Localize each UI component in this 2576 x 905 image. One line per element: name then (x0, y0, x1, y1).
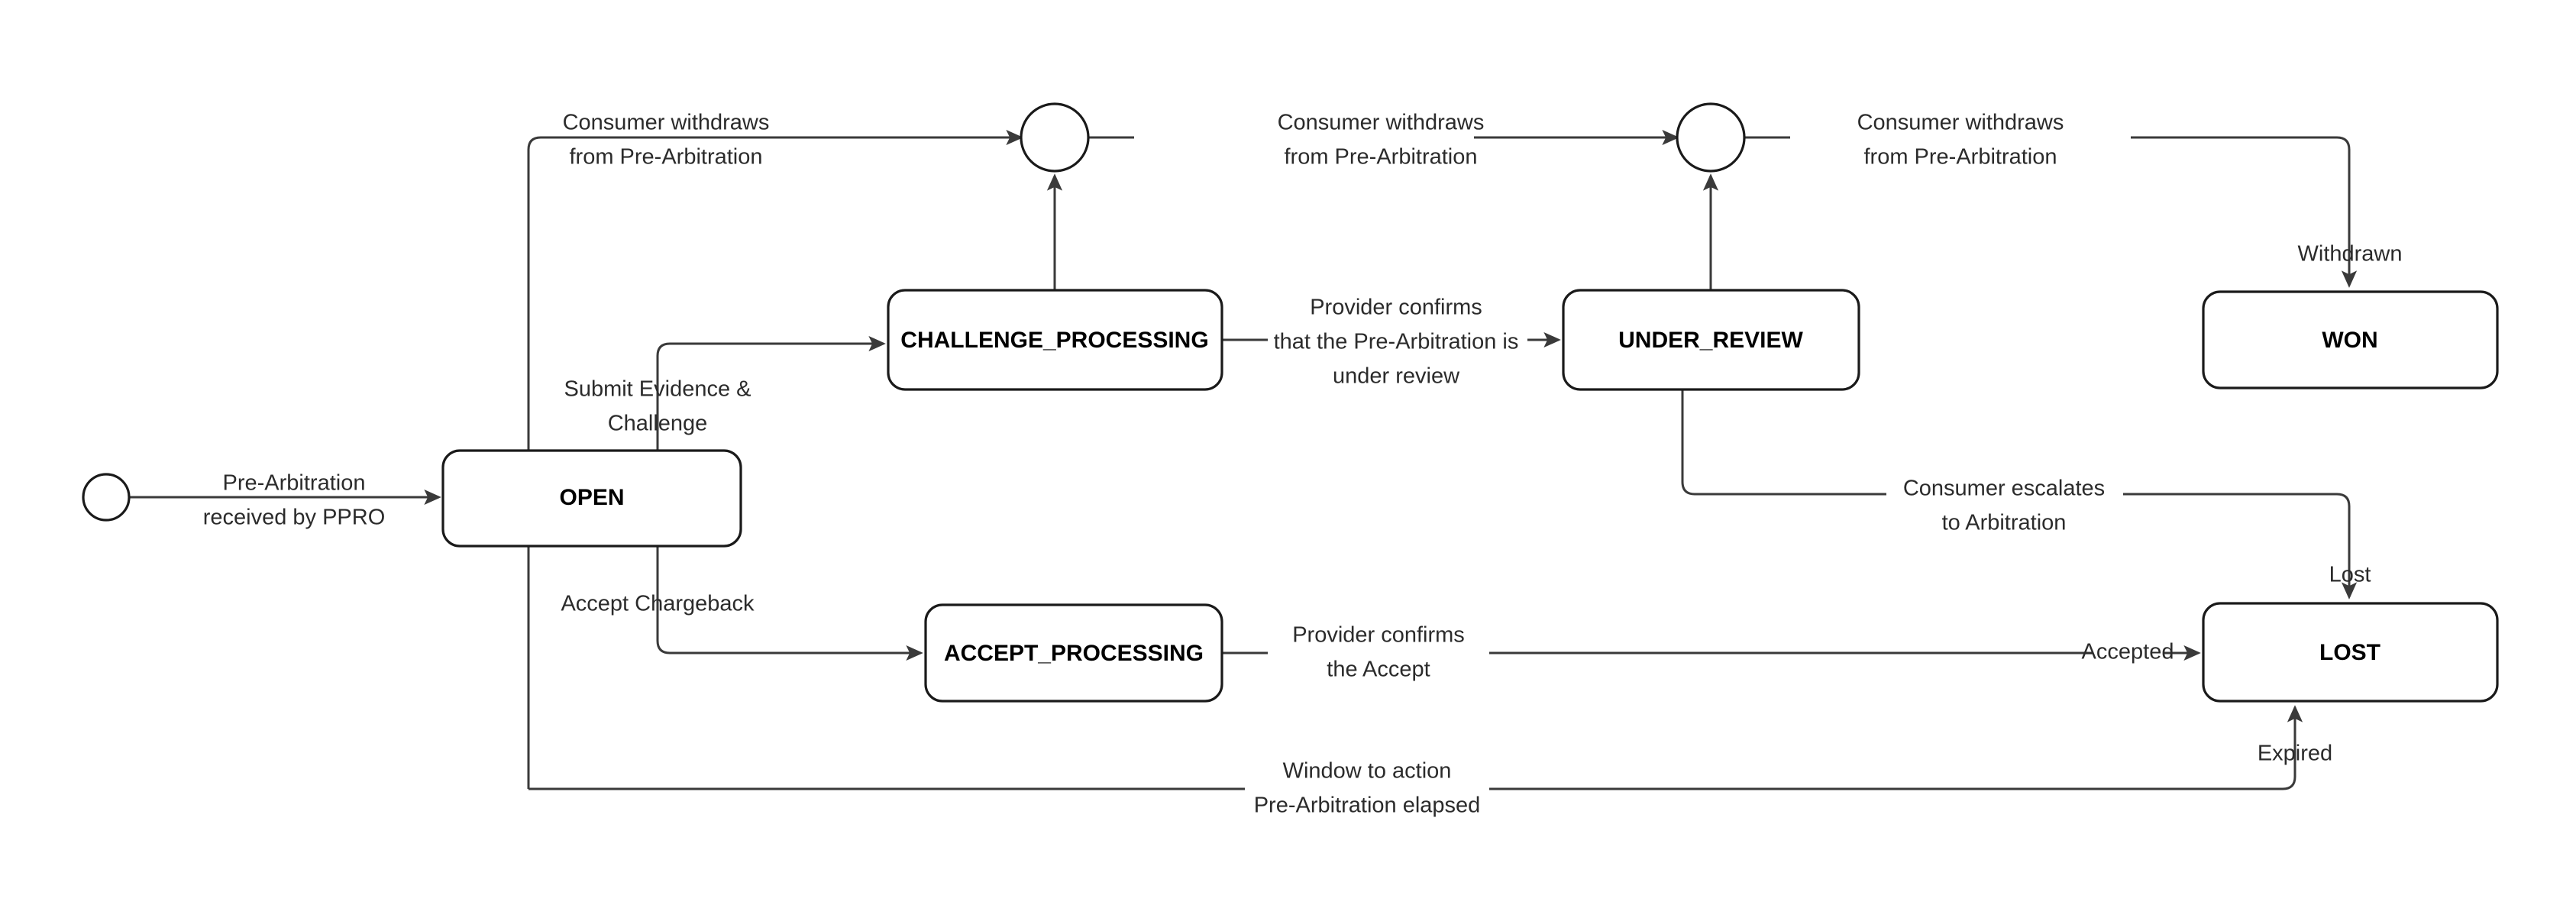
state-label-open: OPEN (559, 485, 624, 510)
edge-label-provider-confirms-accept: Provider confirms the Accept (1292, 623, 1465, 682)
svg-text:to Arbitration: to Arbitration (1942, 511, 2067, 535)
state-node-accept-processing[interactable]: ACCEPT_PROCESSING (924, 603, 1223, 703)
state-label-challenge-processing: CHALLENGE_PROCESSING (900, 328, 1208, 353)
edge-open-to-challenge-processing (656, 335, 886, 451)
svg-text:Provider confirms: Provider confirms (1310, 296, 1482, 320)
edge-open-to-junction1 (527, 129, 1023, 789)
svg-text:Lost: Lost (2329, 563, 2371, 587)
edge-label-lost: Lost (2329, 563, 2371, 587)
svg-text:Pre-Arbitration elapsed: Pre-Arbitration elapsed (1254, 793, 1481, 818)
svg-text:Consumer withdraws: Consumer withdraws (1278, 111, 1485, 135)
state-label-accept-processing: ACCEPT_PROCESSING (944, 641, 1204, 666)
svg-text:that the Pre-Arbitration is: that the Pre-Arbitration is (1274, 330, 1519, 354)
edge-label-submit-evidence-challenge: Submit Evidence & Challenge (564, 377, 751, 436)
edge-label-window-elapsed: Window to action Pre-Arbitration elapsed (1254, 759, 1481, 818)
svg-text:Expired: Expired (2258, 742, 2332, 766)
edge-label-pre-arbitration-received: Pre-Arbitration received by PPRO (203, 471, 386, 530)
svg-text:Accept Chargeback: Accept Chargeback (561, 592, 755, 616)
junction-node-1[interactable] (1020, 102, 1090, 173)
svg-text:Submit Evidence &: Submit Evidence & (564, 377, 751, 402)
svg-text:the Accept: the Accept (1327, 658, 1430, 682)
state-node-lost[interactable]: LOST (2202, 602, 2499, 703)
svg-text:Accepted: Accepted (2082, 640, 2174, 664)
svg-text:from Pre-Arbitration: from Pre-Arbitration (1863, 145, 2057, 170)
edge-label-consumer-withdraws-1: Consumer withdraws from Pre-Arbitration (563, 111, 770, 170)
svg-text:Provider confirms: Provider confirms (1292, 623, 1465, 648)
state-label-lost: LOST (2319, 640, 2380, 665)
state-label-won: WON (2322, 328, 2377, 353)
state-label-under-review: UNDER_REVIEW (1618, 328, 1803, 353)
edge-open-to-lost-expired (528, 705, 2303, 790)
svg-text:Consumer escalates: Consumer escalates (1903, 477, 2105, 501)
svg-text:Pre-Arbitration: Pre-Arbitration (223, 471, 366, 496)
svg-text:Withdrawn: Withdrawn (2298, 242, 2403, 267)
svg-text:from Pre-Arbitration: from Pre-Arbitration (1284, 145, 1477, 170)
state-node-open[interactable]: OPEN (441, 449, 742, 548)
svg-text:Challenge: Challenge (608, 412, 708, 436)
edge-label-accepted: Accepted (2082, 640, 2174, 664)
svg-text:Window to action: Window to action (1283, 759, 1452, 784)
state-node-won[interactable]: WON (2202, 290, 2499, 389)
svg-text:Consumer withdraws: Consumer withdraws (1857, 111, 2064, 135)
edge-label-consumer-withdraws-2: Consumer withdraws from Pre-Arbitration (1278, 111, 1485, 170)
state-node-challenge-processing[interactable]: CHALLENGE_PROCESSING (887, 289, 1223, 391)
edge-label-consumer-withdraws-3: Consumer withdraws from Pre-Arbitration (1857, 111, 2064, 170)
edge-label-provider-confirms-under-review: Provider confirms that the Pre-Arbitrati… (1274, 296, 1519, 389)
edge-junction2-to-won (1744, 136, 2358, 288)
edge-label-consumer-escalates: Consumer escalates to Arbitration (1903, 477, 2105, 535)
state-node-under-review[interactable]: UNDER_REVIEW (1562, 289, 1860, 391)
start-node[interactable] (82, 473, 131, 522)
svg-text:received by PPRO: received by PPRO (203, 506, 386, 530)
edge-label-expired: Expired (2258, 742, 2332, 766)
svg-text:under review: under review (1333, 364, 1460, 389)
edge-label-withdrawn: Withdrawn (2298, 242, 2403, 267)
svg-text:Consumer withdraws: Consumer withdraws (563, 111, 770, 135)
edge-label-accept-chargeback: Accept Chargeback (561, 592, 755, 616)
edge-under-review-to-lost (1681, 389, 2358, 600)
junction-node-2[interactable] (1676, 102, 1746, 173)
svg-text:from Pre-Arbitration: from Pre-Arbitration (569, 145, 762, 170)
edge-open-to-accept-processing (656, 546, 923, 661)
